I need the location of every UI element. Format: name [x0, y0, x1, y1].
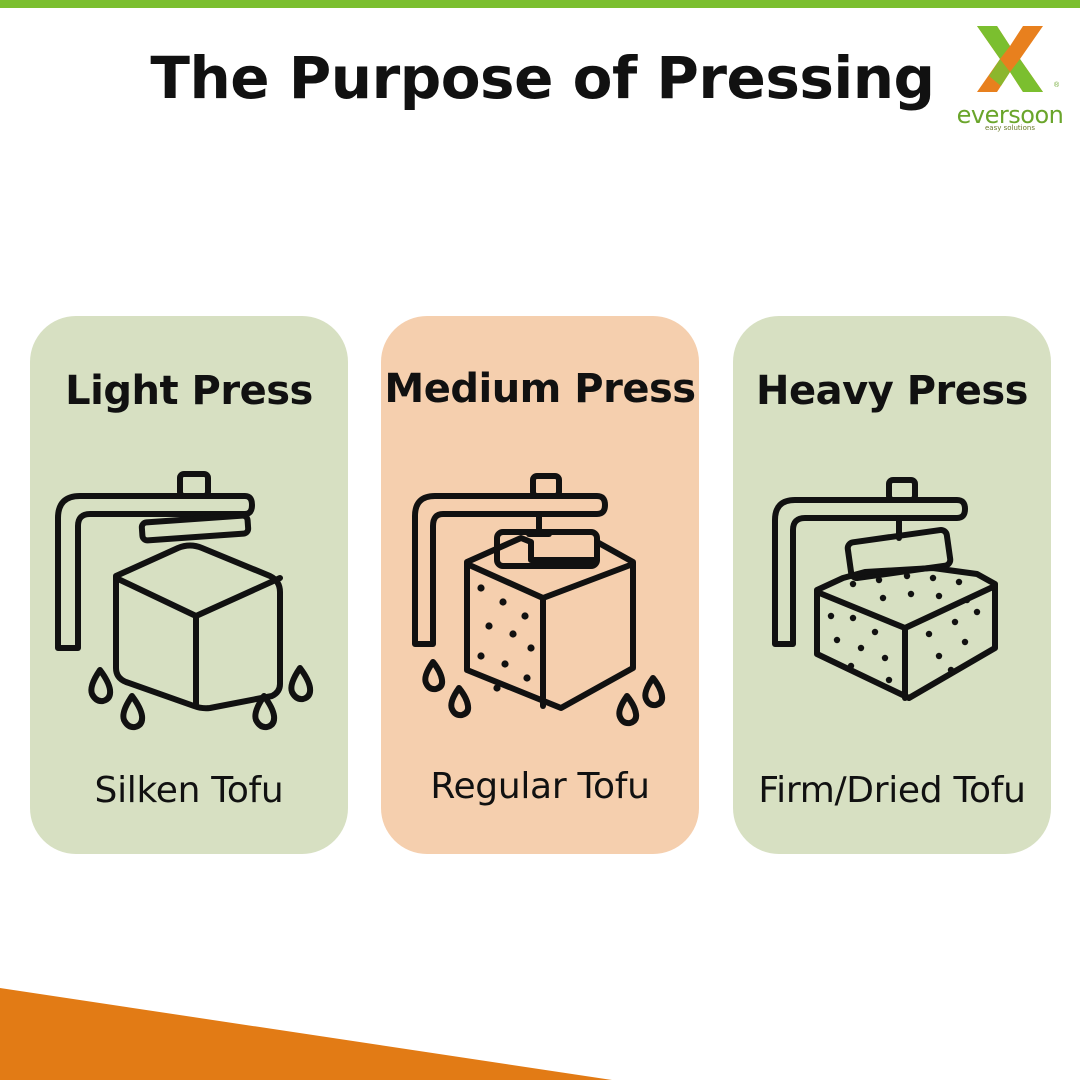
card-light-press: Light Press Silken Tofu [30, 316, 348, 854]
card-heavy-press: Heavy Press Firm/Dried Tofu [733, 316, 1051, 854]
card-medium-press: Medium Press Regular Tofu [381, 316, 699, 854]
logo-tagline: easy solutions [985, 124, 1035, 132]
card-title: Light Press [65, 368, 313, 414]
registered-mark: ® [1054, 82, 1060, 89]
card-subtitle: Firm/Dried Tofu [758, 770, 1026, 811]
light-press-icon [55, 471, 314, 731]
card-title: Heavy Press [756, 368, 1028, 414]
medium-press-icon [412, 473, 666, 727]
eversoon-logo-icon [977, 26, 1043, 92]
top-accent-bar [0, 0, 1080, 8]
page-title: The Purpose of Pressing [150, 44, 935, 112]
card-title: Medium Press [384, 366, 696, 412]
heavy-press-icon [772, 477, 998, 701]
card-subtitle: Regular Tofu [430, 766, 650, 807]
logo-name: eversoon [956, 101, 1064, 129]
brand-logo: ® eversoon easy solutions [955, 24, 1065, 136]
card-subtitle: Silken Tofu [94, 770, 284, 811]
bottom-accent-stripe [0, 988, 612, 1080]
